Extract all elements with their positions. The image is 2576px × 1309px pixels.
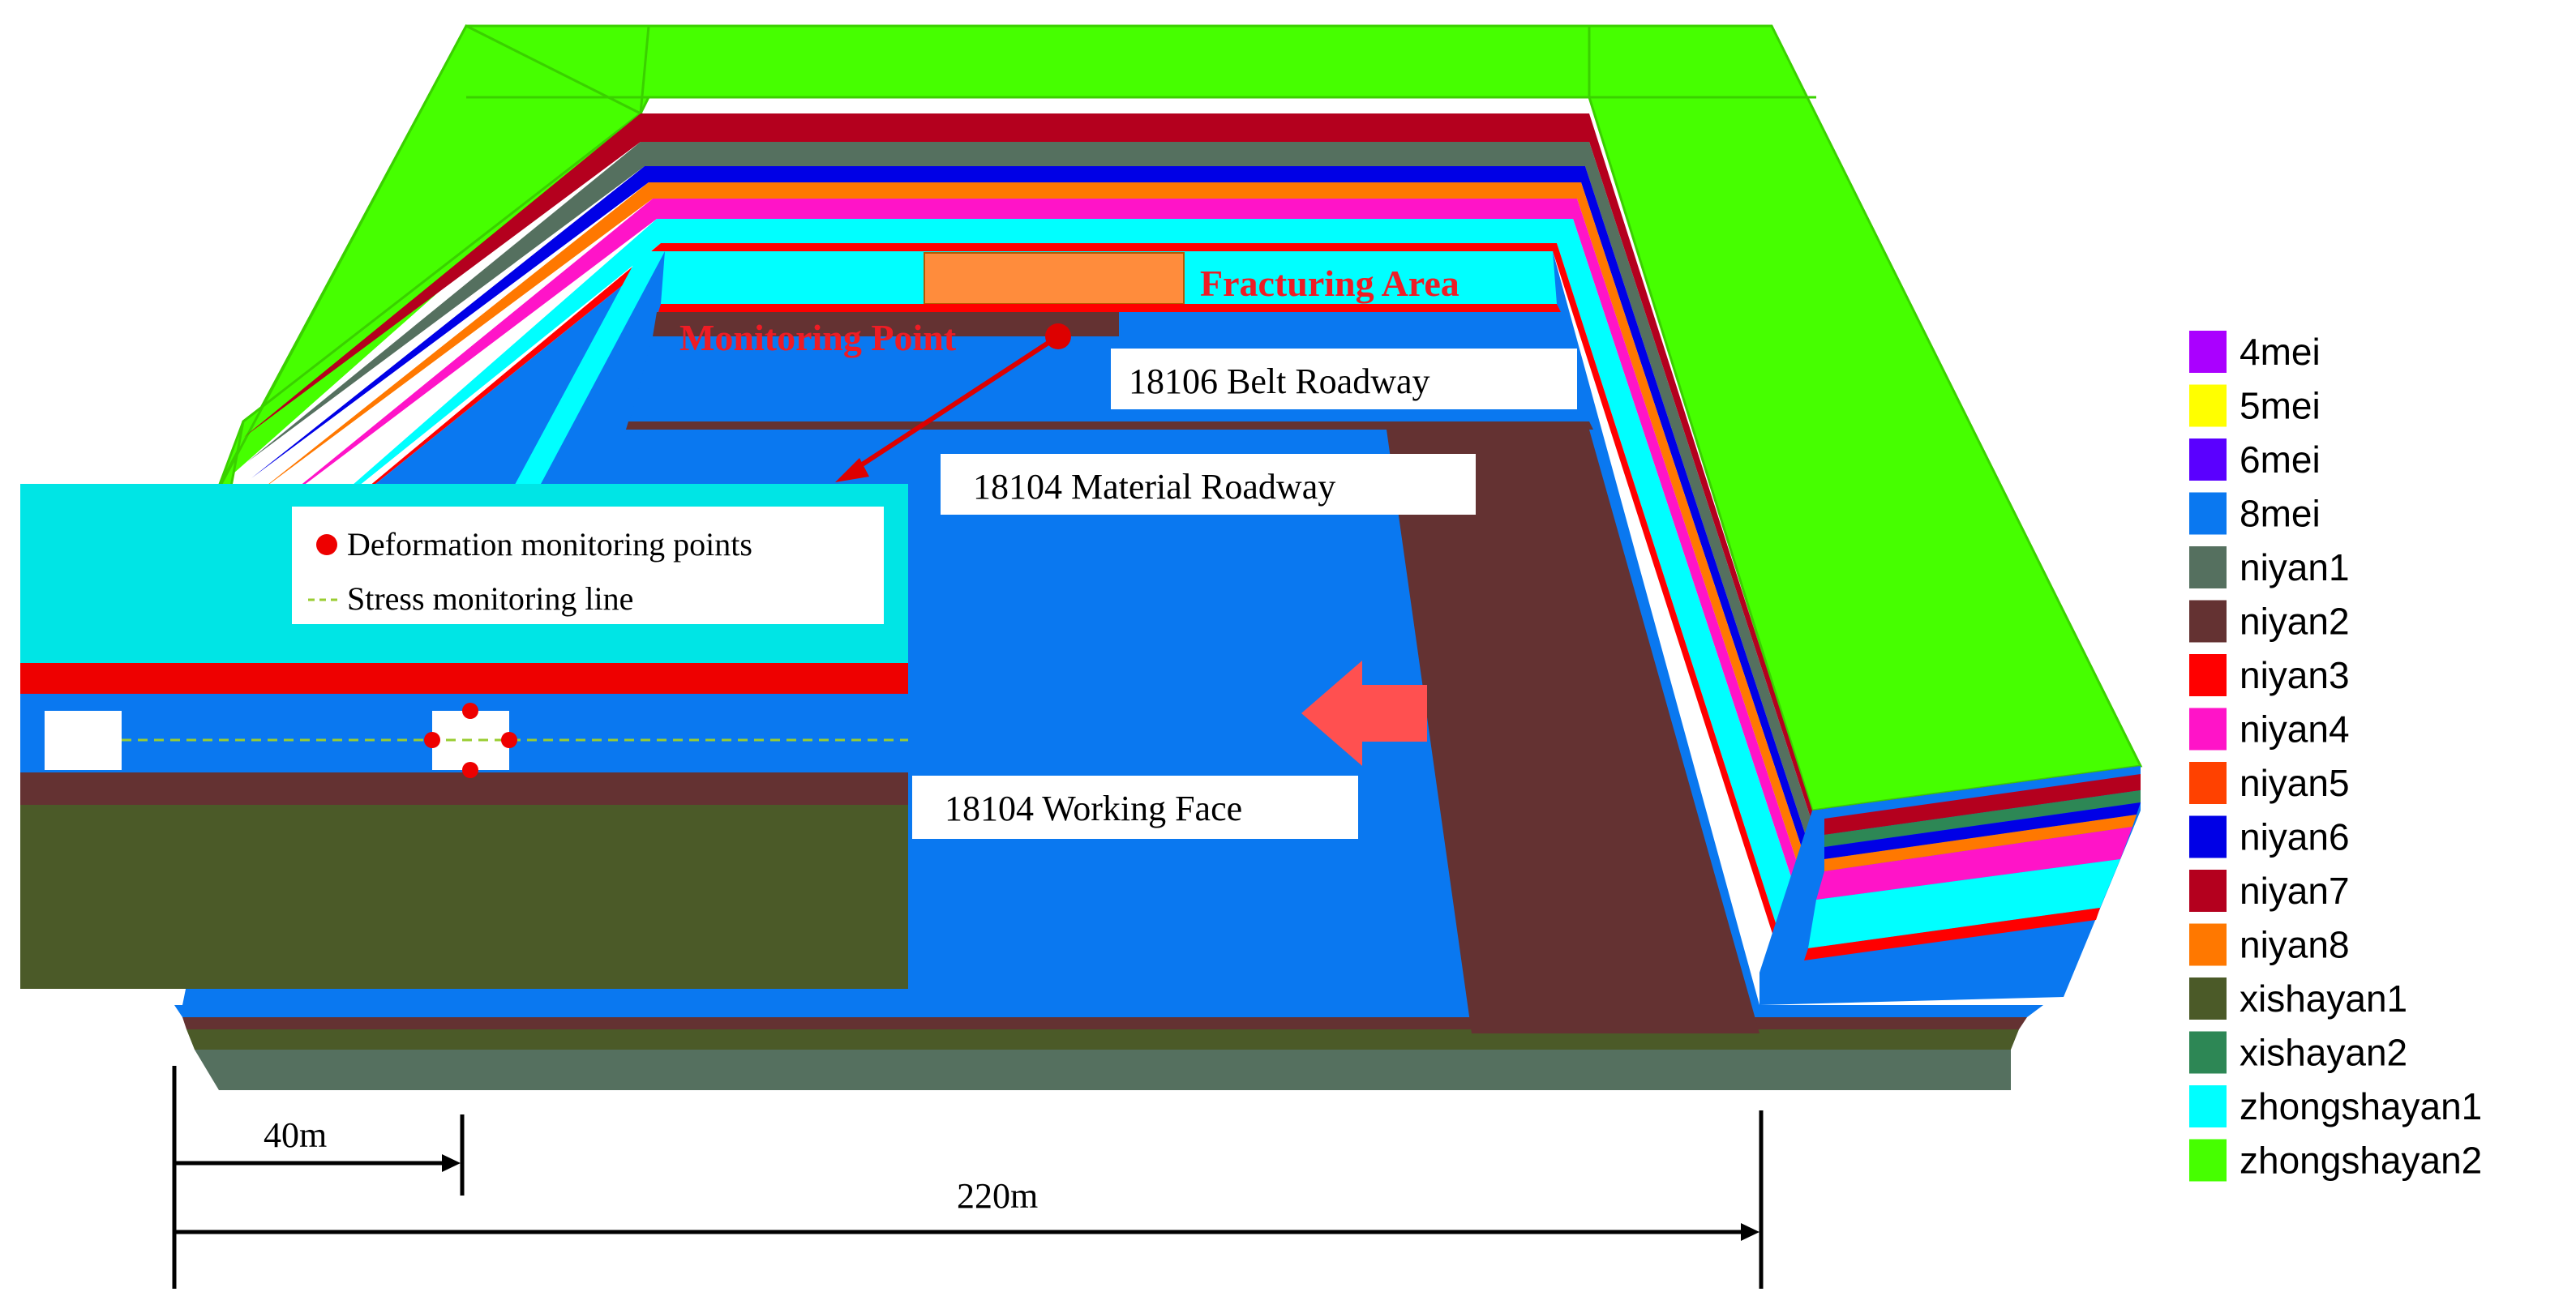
legend-swatch — [2189, 1031, 2227, 1074]
monitoring-point-label: Monitoring Point — [679, 317, 957, 358]
belt-roadway-label-box — [1111, 349, 1577, 409]
legend-label: niyan5 — [2240, 762, 2350, 804]
deformation-legend-marker — [316, 534, 337, 555]
legend-swatch — [2189, 762, 2227, 804]
legend-label: niyan6 — [2240, 816, 2350, 858]
base-layer-niyan1 — [195, 1050, 2011, 1090]
right-face-niyan3 — [1804, 908, 2100, 960]
fracturing-area-block — [924, 252, 1185, 305]
right-face-niyan8 — [1824, 815, 2137, 871]
legend-swatch — [2189, 1085, 2227, 1127]
right-face-zhongshayan1 — [1808, 859, 2120, 948]
fracturing-area-label: Fracturing Area — [1200, 263, 1459, 304]
legend-label: zhongshayan2 — [2240, 1140, 2482, 1182]
legend-swatch — [2189, 977, 2227, 1020]
legend-swatch — [2189, 600, 2227, 643]
belt-roadway-dark — [653, 312, 1119, 336]
working-face-label-box — [912, 776, 1358, 839]
legend-swatch — [2189, 546, 2227, 588]
material-legend: 4mei 5mei 6mei 8mei niyan1 niyan2 niyan3 niyan4… — [2189, 331, 2482, 1182]
legend-label: 8mei — [2240, 493, 2321, 535]
legend-swatch — [2189, 654, 2227, 696]
working-face-label: 18104 Working Face — [945, 789, 1242, 828]
goaf-niyan2-block — [1387, 430, 1759, 1033]
legend-label: 5mei — [2240, 385, 2321, 427]
inset-roadway-left — [45, 711, 122, 770]
deformation-legend-label: Deformation monitoring points — [347, 526, 752, 563]
legend-label: niyan8 — [2240, 924, 2350, 966]
legend-label: xishayan1 — [2240, 977, 2407, 1020]
dim-40m-label: 40m — [264, 1115, 327, 1155]
back-strip-red — [658, 304, 1561, 312]
inset-legend-box — [292, 507, 884, 624]
stress-legend-label: Stress monitoring line — [347, 580, 633, 617]
base-layer-8mei — [174, 1005, 2043, 1017]
inset-layer-xishayan1 — [20, 805, 908, 989]
legend-label: niyan4 — [2240, 708, 2350, 751]
right-face-niyan7 — [1824, 774, 2141, 835]
inset-panel: Deformation monitoring points Stress mon… — [20, 484, 908, 989]
legend-label: 6mei — [2240, 438, 2321, 481]
material-roadway-label: 18104 Material Roadway — [973, 467, 1335, 507]
legend-swatch — [2189, 815, 2227, 858]
right-face-niyan4 — [1816, 827, 2132, 900]
legend-swatch — [2189, 923, 2227, 966]
legend-swatch — [2189, 492, 2227, 535]
deformation-point-left — [424, 732, 440, 748]
legend-label: niyan1 — [2240, 546, 2350, 588]
base-strata — [174, 1005, 2043, 1090]
mining-direction-arrow — [1301, 661, 1427, 766]
dim-40m-arrowhead — [442, 1154, 461, 1172]
dim-220m-arrowhead — [1741, 1223, 1759, 1241]
legend-label: niyan3 — [2240, 654, 2350, 696]
belt-roadway-label: 18106 Belt Roadway — [1129, 361, 1430, 401]
right-face-xishayan2 — [1824, 790, 2141, 847]
legend-label: zhongshayan1 — [2240, 1085, 2482, 1127]
deformation-point-right — [501, 732, 517, 748]
legend-swatch — [2189, 331, 2227, 373]
legend-label: 4mei — [2240, 331, 2321, 373]
legend-swatch — [2189, 1139, 2227, 1182]
inset-layer-red — [20, 663, 908, 694]
legend-swatch — [2189, 384, 2227, 427]
right-face-niyan6 — [1824, 802, 2141, 859]
inset-layer-niyan2 — [20, 772, 908, 805]
top-seam-1 — [639, 25, 650, 114]
legend-swatch — [2189, 438, 2227, 481]
monitoring-arrow-head — [835, 458, 869, 482]
legend-label: xishayan2 — [2240, 1032, 2407, 1074]
legend-swatch — [2189, 870, 2227, 912]
legend-swatch — [2189, 708, 2227, 751]
base-layer-xishayan1 — [186, 1029, 2019, 1050]
dimension-lines: 40m 220m — [172, 1066, 1764, 1289]
material-roadway-label-box — [941, 454, 1476, 515]
monitoring-arrow-line — [846, 334, 1060, 477]
legend-label: niyan2 — [2240, 601, 2350, 643]
deformation-point-bottom — [462, 762, 478, 778]
dim-220m-label: 220m — [957, 1176, 1038, 1216]
legend-label: niyan7 — [2240, 870, 2350, 912]
deformation-point-top — [462, 703, 478, 719]
pillar-line — [626, 421, 1593, 430]
